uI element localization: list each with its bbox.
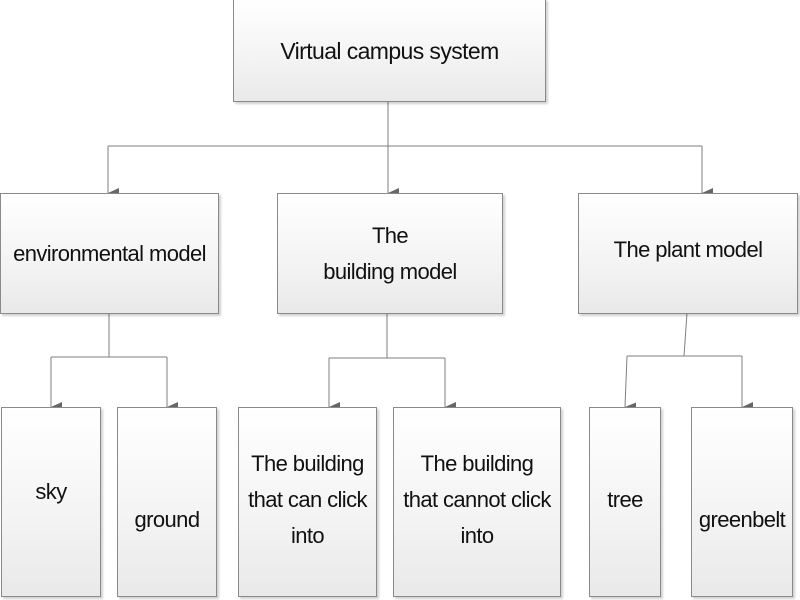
node-label: ground [134,507,201,532]
node-label: The plant model [613,236,763,262]
node-greenbelt: greenbelt [691,407,793,597]
node-virtual-campus-system: Virtual campus system [233,0,546,102]
node-label: tree [607,487,643,512]
node-sky: sky [1,407,101,597]
node-tree: tree [589,407,661,597]
node-label: The building that cannot click into [403,451,551,548]
node-building-cannot-click-into: The building that cannot click into [393,407,561,597]
node-ground: ground [117,407,217,597]
connector-plant-trunk [683,312,688,357]
node-environmental-model: environmental model [0,193,219,314]
node-label: The building that can click into [248,451,367,548]
node-plant-model: The plant model [578,193,798,314]
node-label: environmental model [13,240,206,266]
node-label: sky [35,479,67,504]
node-building-model: The building model [277,193,503,314]
connector-plant-tree [624,355,637,413]
node-label: greenbelt [698,507,786,532]
node-label: The building model [323,222,457,284]
node-label: Virtual campus system [280,37,499,64]
node-building-can-click-into: The building that can click into [238,407,377,597]
